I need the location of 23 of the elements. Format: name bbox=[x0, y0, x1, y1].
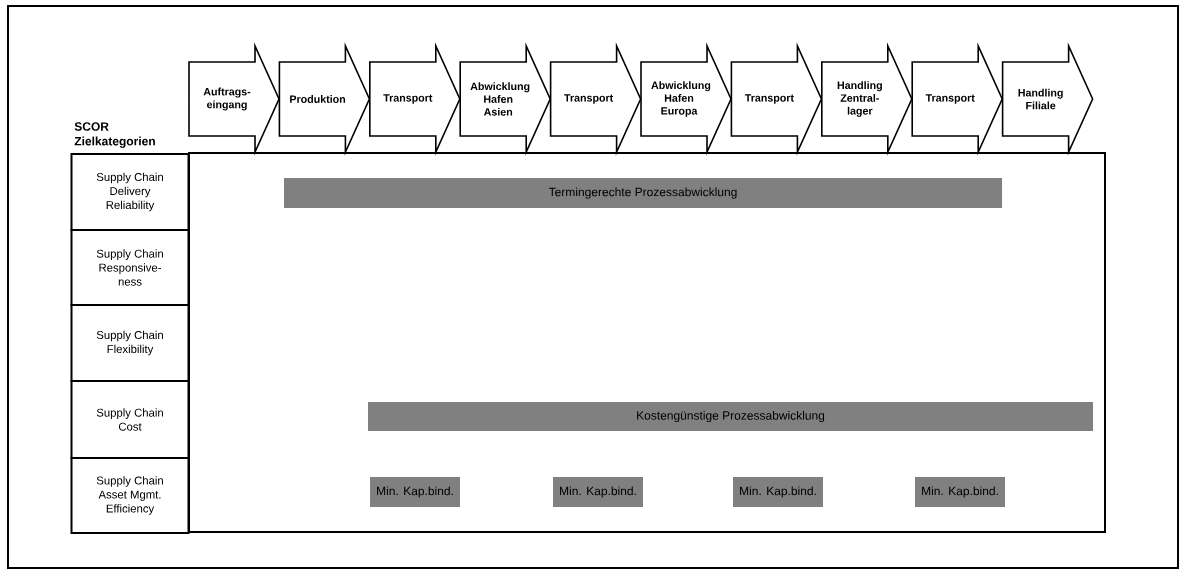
process-step: Transport bbox=[549, 42, 642, 156]
goal-bar: Min. Kap.bind. bbox=[915, 477, 1005, 507]
matrix-box bbox=[188, 152, 1106, 533]
process-step: Auftrags- eingang bbox=[188, 42, 280, 156]
goal-bar: Kostengünstige Prozessabwicklung bbox=[368, 402, 1093, 431]
process-step: Handling Filiale bbox=[1001, 42, 1094, 156]
process-step: Abwicklung Hafen Europa bbox=[640, 42, 732, 156]
column-heading: SCOR Zielkategorien bbox=[74, 122, 155, 148]
process-step: Transport bbox=[911, 42, 1004, 156]
goal-bar: Termingerechte Prozessabwicklung bbox=[284, 178, 1002, 208]
goal-bar: Min. Kap.bind. bbox=[370, 477, 460, 507]
category-cell: Supply Chain Asset Mgmt. Efficiency bbox=[70, 457, 190, 534]
process-step: Produktion bbox=[278, 42, 371, 156]
process-step: Abwicklung Hafen Asien bbox=[459, 42, 552, 156]
category-cell: Supply Chain Responsive- ness bbox=[70, 229, 190, 306]
category-cell: Supply Chain Cost bbox=[70, 380, 190, 459]
process-step: Transport bbox=[369, 42, 461, 156]
process-step: Handling Zentral- lager bbox=[821, 42, 913, 156]
category-cell: Supply Chain Flexibility bbox=[70, 304, 190, 382]
process-step: Transport bbox=[730, 42, 823, 156]
goal-bar: Min. Kap.bind. bbox=[553, 477, 643, 507]
category-cell: Supply Chain Delivery Reliability bbox=[70, 153, 190, 231]
goal-bar: Min. Kap.bind. bbox=[733, 477, 823, 507]
